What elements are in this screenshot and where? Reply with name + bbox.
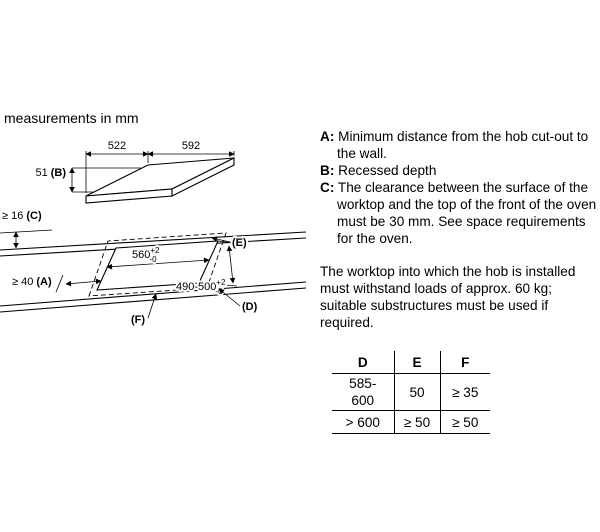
notes-column: A: Minimum distance from the hob cut-out… <box>320 128 598 434</box>
extension-line <box>217 240 234 244</box>
table-header-d: D <box>332 351 394 374</box>
note-b: B: Recessed depth <box>320 162 598 179</box>
dim-label-c: ≥ 16(C) <box>2 210 42 222</box>
table-row: > 600 ≥ 50 ≥ 50 <box>332 410 490 434</box>
hob-outline <box>85 157 235 204</box>
installation-diagram: 522 592 51(B) ≥ 16(C) 560+2-0 490-500+2-… <box>0 140 307 328</box>
table-cell: ≥ 35 <box>439 373 490 411</box>
table-cell: 585-600 <box>332 373 394 411</box>
dimension-a <box>55 274 102 293</box>
dim-label-522: 522 <box>108 140 126 152</box>
leader-d <box>218 288 241 307</box>
note-b-key: B: <box>320 163 335 178</box>
note-c: C: The clearance between the surface of … <box>320 179 598 247</box>
worktop-back-edge <box>0 231 307 251</box>
table-header-f: F <box>439 351 490 374</box>
dim-line-a <box>65 278 102 287</box>
table-cell: ≥ 50 <box>439 410 490 434</box>
label-f: (F) <box>131 314 145 326</box>
table-row: 585-600 50 ≥ 35 <box>332 373 490 411</box>
note-c-text: The clearance between the surface of the… <box>337 180 597 246</box>
note-a-key: A: <box>320 129 335 144</box>
dim-label-490-500: 490-500+2-0 <box>176 278 226 296</box>
table-cell: > 600 <box>332 410 394 434</box>
dim-label-b: 51(B) <box>35 167 66 179</box>
measurements-unit-label: measurements in mm <box>4 110 139 126</box>
note-b-text: Recessed depth <box>338 163 437 178</box>
dim-line-560 <box>106 257 210 270</box>
table-header-row: D E F <box>332 351 490 374</box>
dim-line-490-500 <box>226 245 236 284</box>
dimension-b <box>69 167 141 193</box>
dimension-522-592 <box>85 151 235 193</box>
table-cell: ≥ 50 <box>393 410 440 434</box>
label-e: (E) <box>232 237 247 249</box>
dimension-depth <box>198 240 238 287</box>
leader-e <box>211 236 231 243</box>
dimension-c <box>0 229 53 249</box>
table-header-e: E <box>393 351 440 374</box>
note-c-key: C: <box>320 180 335 195</box>
clearance-table: D E F 585-600 50 ≥ 35 > 600 ≥ 50 ≥ 50 <box>332 351 490 434</box>
hob-right-face <box>171 157 235 197</box>
leader-f <box>147 293 158 319</box>
dim-label-a: ≥ 40(A) <box>12 276 52 288</box>
cutout-outer-dashed <box>88 232 227 297</box>
dim-label-560: 560+2-0 <box>132 246 160 264</box>
extension-line <box>0 229 53 234</box>
worktop-front-edge-2 <box>0 287 307 313</box>
table-cell: 50 <box>393 373 440 411</box>
extension-line <box>55 274 64 293</box>
label-d: (D) <box>242 301 258 313</box>
extension-line <box>198 282 238 287</box>
note-a-text: Minimum distance from the hob cut-out to… <box>337 129 589 161</box>
note-a: A: Minimum distance from the hob cut-out… <box>320 128 598 162</box>
dim-label-592: 592 <box>182 140 200 152</box>
worktop-load-paragraph: The worktop into which the hob is instal… <box>320 264 576 330</box>
